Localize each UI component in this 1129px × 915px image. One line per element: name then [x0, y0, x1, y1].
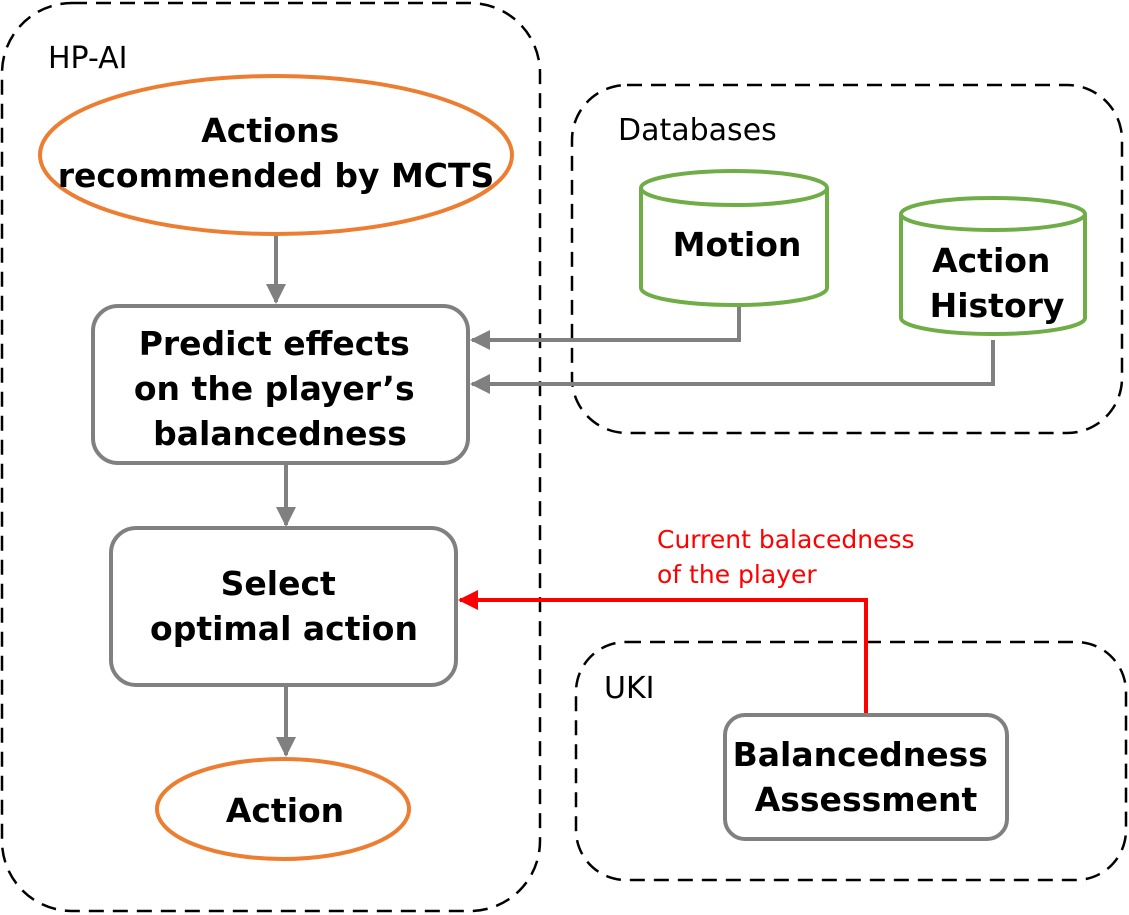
node-action-history-database: Action History [899, 196, 1087, 336]
node-text-line-1: Select [221, 564, 336, 603]
edge-assessment-line [458, 590, 868, 715]
process-box [91, 304, 470, 465]
node-text-line-1: Predict effects [139, 324, 410, 363]
edge-label: Current balacedness of the player [657, 525, 923, 589]
node-text: Action History [930, 241, 1065, 325]
process-box [109, 526, 458, 687]
node-text: Motion [673, 225, 802, 264]
node-text-line-2: Assessment [755, 780, 978, 819]
node-text-line-2: optimal action [150, 609, 418, 648]
group-hp-ai-label: HP-AI [48, 41, 128, 76]
group-hp-ai-border [0, 1, 542, 913]
edge-label-line-1: Current balacedness [657, 525, 915, 554]
node-text: Actions recommended by MCTS [58, 111, 495, 195]
node-motion-database: Motion [639, 169, 829, 307]
node-mcts-recommendations: Actions recommended by MCTS [38, 74, 514, 236]
node-text-line-3: balancedness [153, 414, 407, 453]
database-cylinder-top [639, 169, 829, 207]
process-box [723, 713, 1009, 841]
group-hp-ai: HP-AI [0, 1, 542, 913]
database-cylinder-body [639, 188, 829, 307]
group-databases: Databases [570, 83, 1124, 435]
node-text-line-2: History [930, 286, 1065, 325]
terminal-ellipse [155, 757, 411, 861]
flow-edges [266, 234, 995, 757]
terminal-ellipse [38, 74, 514, 236]
node-text-line-2: recommended by MCTS [58, 156, 495, 195]
group-uki-label: UKI [604, 671, 654, 706]
node-text-line-1: Balancedness [733, 735, 988, 774]
edge-label-line-2: of the player [657, 560, 817, 589]
database-cylinder-body [899, 214, 1087, 336]
node-text: Action [226, 791, 344, 830]
node-text-line-2: on the player’s [134, 369, 415, 408]
group-uki: UKI [574, 640, 1128, 882]
node-select-optimal-action: Select optimal action [109, 526, 458, 687]
group-databases-label: Databases [618, 113, 777, 148]
node-balancedness-assessment: Balancedness Assessment [723, 713, 1009, 841]
edge-history-to-predict [470, 340, 995, 394]
node-text: Select optimal action [150, 564, 418, 648]
group-uki-border [574, 640, 1128, 882]
node-text: Balancedness Assessment [733, 735, 1000, 819]
group-databases-border [570, 83, 1124, 435]
node-text-line-1: Actions [201, 111, 339, 150]
edge-assessment-to-select: Current balacedness of the player [458, 525, 923, 715]
edge-motion-to-predict [470, 305, 741, 350]
database-cylinder-top [899, 196, 1087, 232]
node-predict-effects: Predict effects on the player’s balanced… [91, 304, 470, 465]
node-action: Action [155, 757, 411, 861]
node-text: Predict effects on the player’s balanced… [134, 324, 426, 453]
node-text-line-1: Action [932, 241, 1050, 280]
